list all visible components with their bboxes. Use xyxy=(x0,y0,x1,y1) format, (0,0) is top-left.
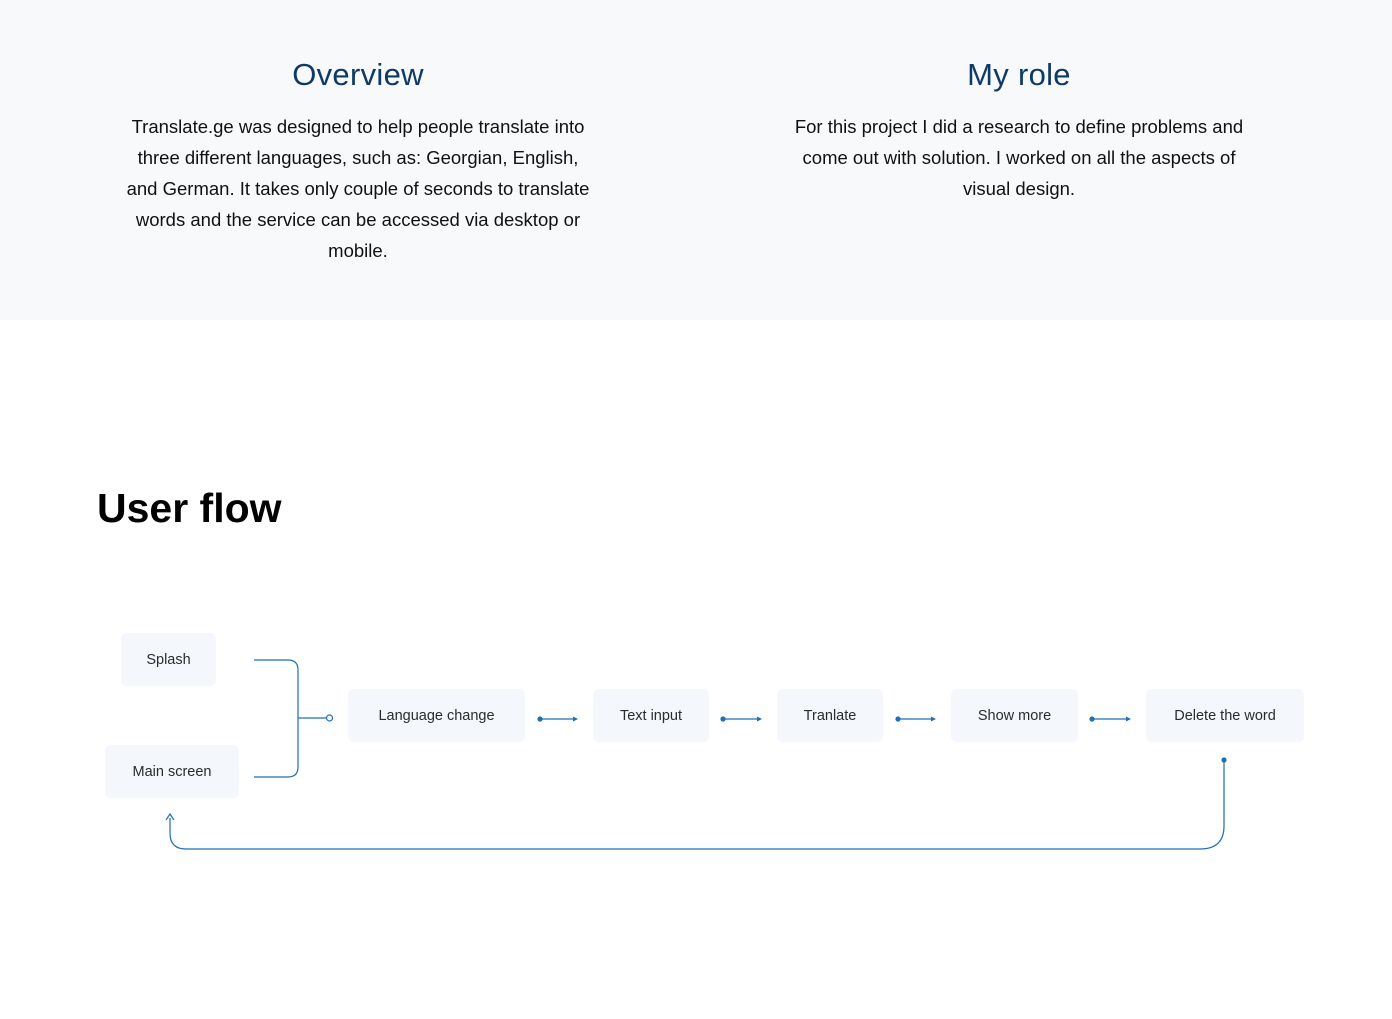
role-section: My role For this project I did a researc… xyxy=(780,55,1258,204)
overview-title: Overview xyxy=(292,57,424,92)
overview-text: Translate.ge was designed to help people… xyxy=(126,116,590,261)
node-text-input: Text input xyxy=(593,689,709,742)
node-delete-word: Delete the word xyxy=(1146,689,1304,742)
splash-connector xyxy=(254,659,299,718)
arrow-start-dot xyxy=(1089,716,1095,722)
role-text: For this project I did a research to def… xyxy=(794,116,1244,199)
node-show-more-label: Show more xyxy=(977,707,1052,724)
bracket-end-circle xyxy=(325,714,334,722)
node-delete-word-label: Delete the word xyxy=(1174,707,1276,724)
node-translate: Tranlate xyxy=(777,689,883,742)
arrow-head xyxy=(757,716,762,722)
node-translate-label: Tranlate xyxy=(803,707,857,724)
main-screen-connector xyxy=(254,718,299,778)
user-flow-title: User flow xyxy=(97,485,282,531)
node-main-screen-label: Main screen xyxy=(132,763,212,780)
arrow-start-dot xyxy=(537,716,543,722)
arrow-head xyxy=(931,716,936,722)
node-language-change-label: Language change xyxy=(378,707,495,724)
return-arrow-head xyxy=(165,812,175,821)
return-loop-line xyxy=(169,760,1225,850)
overview-section: Overview Translate.ge was designed to he… xyxy=(120,55,596,266)
intro-band xyxy=(0,0,1392,320)
arrow-head xyxy=(1126,716,1131,722)
node-splash: Splash xyxy=(121,633,216,686)
return-loop-start-dot xyxy=(1221,757,1227,763)
node-main-screen: Main screen xyxy=(105,745,239,798)
role-title: My role xyxy=(967,57,1071,92)
arrow-start-dot xyxy=(895,716,901,722)
arrow-start-dot xyxy=(720,716,726,722)
node-language-change: Language change xyxy=(348,689,525,742)
node-splash-label: Splash xyxy=(146,651,191,668)
arrow-head xyxy=(573,716,578,722)
node-show-more: Show more xyxy=(951,689,1078,742)
node-text-input-label: Text input xyxy=(619,707,683,724)
